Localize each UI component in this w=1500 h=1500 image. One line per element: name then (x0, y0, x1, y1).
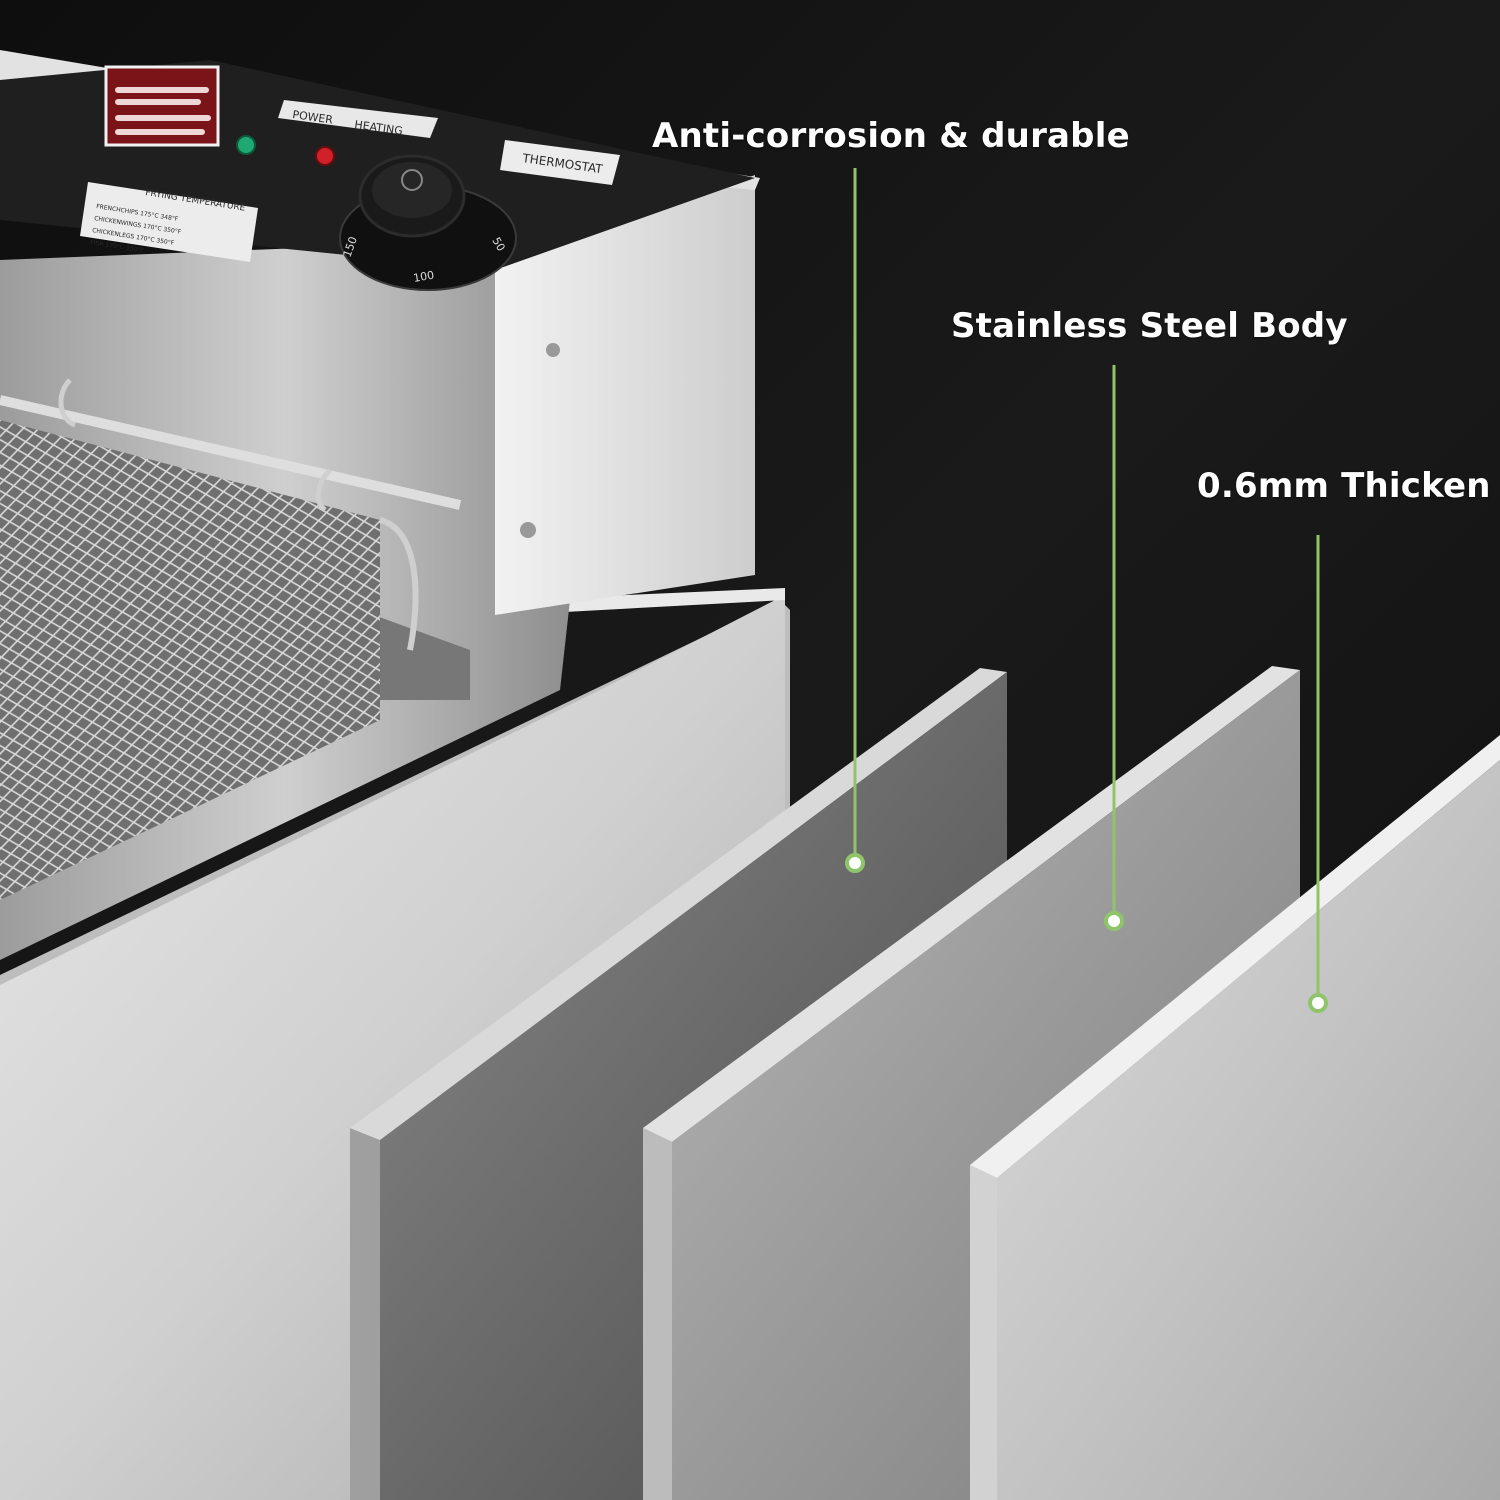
thermostat-plate: THERMOSTAT (500, 140, 620, 185)
callout-label-thickness: 0.6mm Thicken (1197, 466, 1491, 506)
dial-mark: 50 (489, 235, 507, 254)
callout-line-1 (845, 168, 865, 873)
callout-label-anti-corrosion: Anti-corrosion & durable (652, 116, 1130, 156)
indicator-plate: POWER HEATING (236, 100, 438, 166)
callout-label-stainless-steel: Stainless Steel Body (951, 306, 1348, 346)
callout-line-2 (1104, 365, 1124, 931)
callout-dot-2 (1104, 911, 1124, 931)
knob-icon: 50 100 150 (339, 154, 517, 291)
steel-sample-panel-3 (970, 735, 1500, 1500)
brand-logo (104, 65, 220, 147)
power-indicator-label: POWER (292, 108, 335, 127)
dial-mark: 100 (412, 269, 435, 285)
heating-light-icon (315, 146, 335, 166)
frying-temperature-table: FRYING TEMPERATURE FRENCHCHIPS 175°C 348… (80, 182, 258, 262)
callout-dot-1 (845, 853, 865, 873)
callout-line-3 (1308, 535, 1328, 1013)
control-hood (495, 175, 755, 615)
frying-basket (0, 378, 462, 900)
callout-dot-3 (1308, 993, 1328, 1013)
power-light-icon (236, 135, 256, 155)
